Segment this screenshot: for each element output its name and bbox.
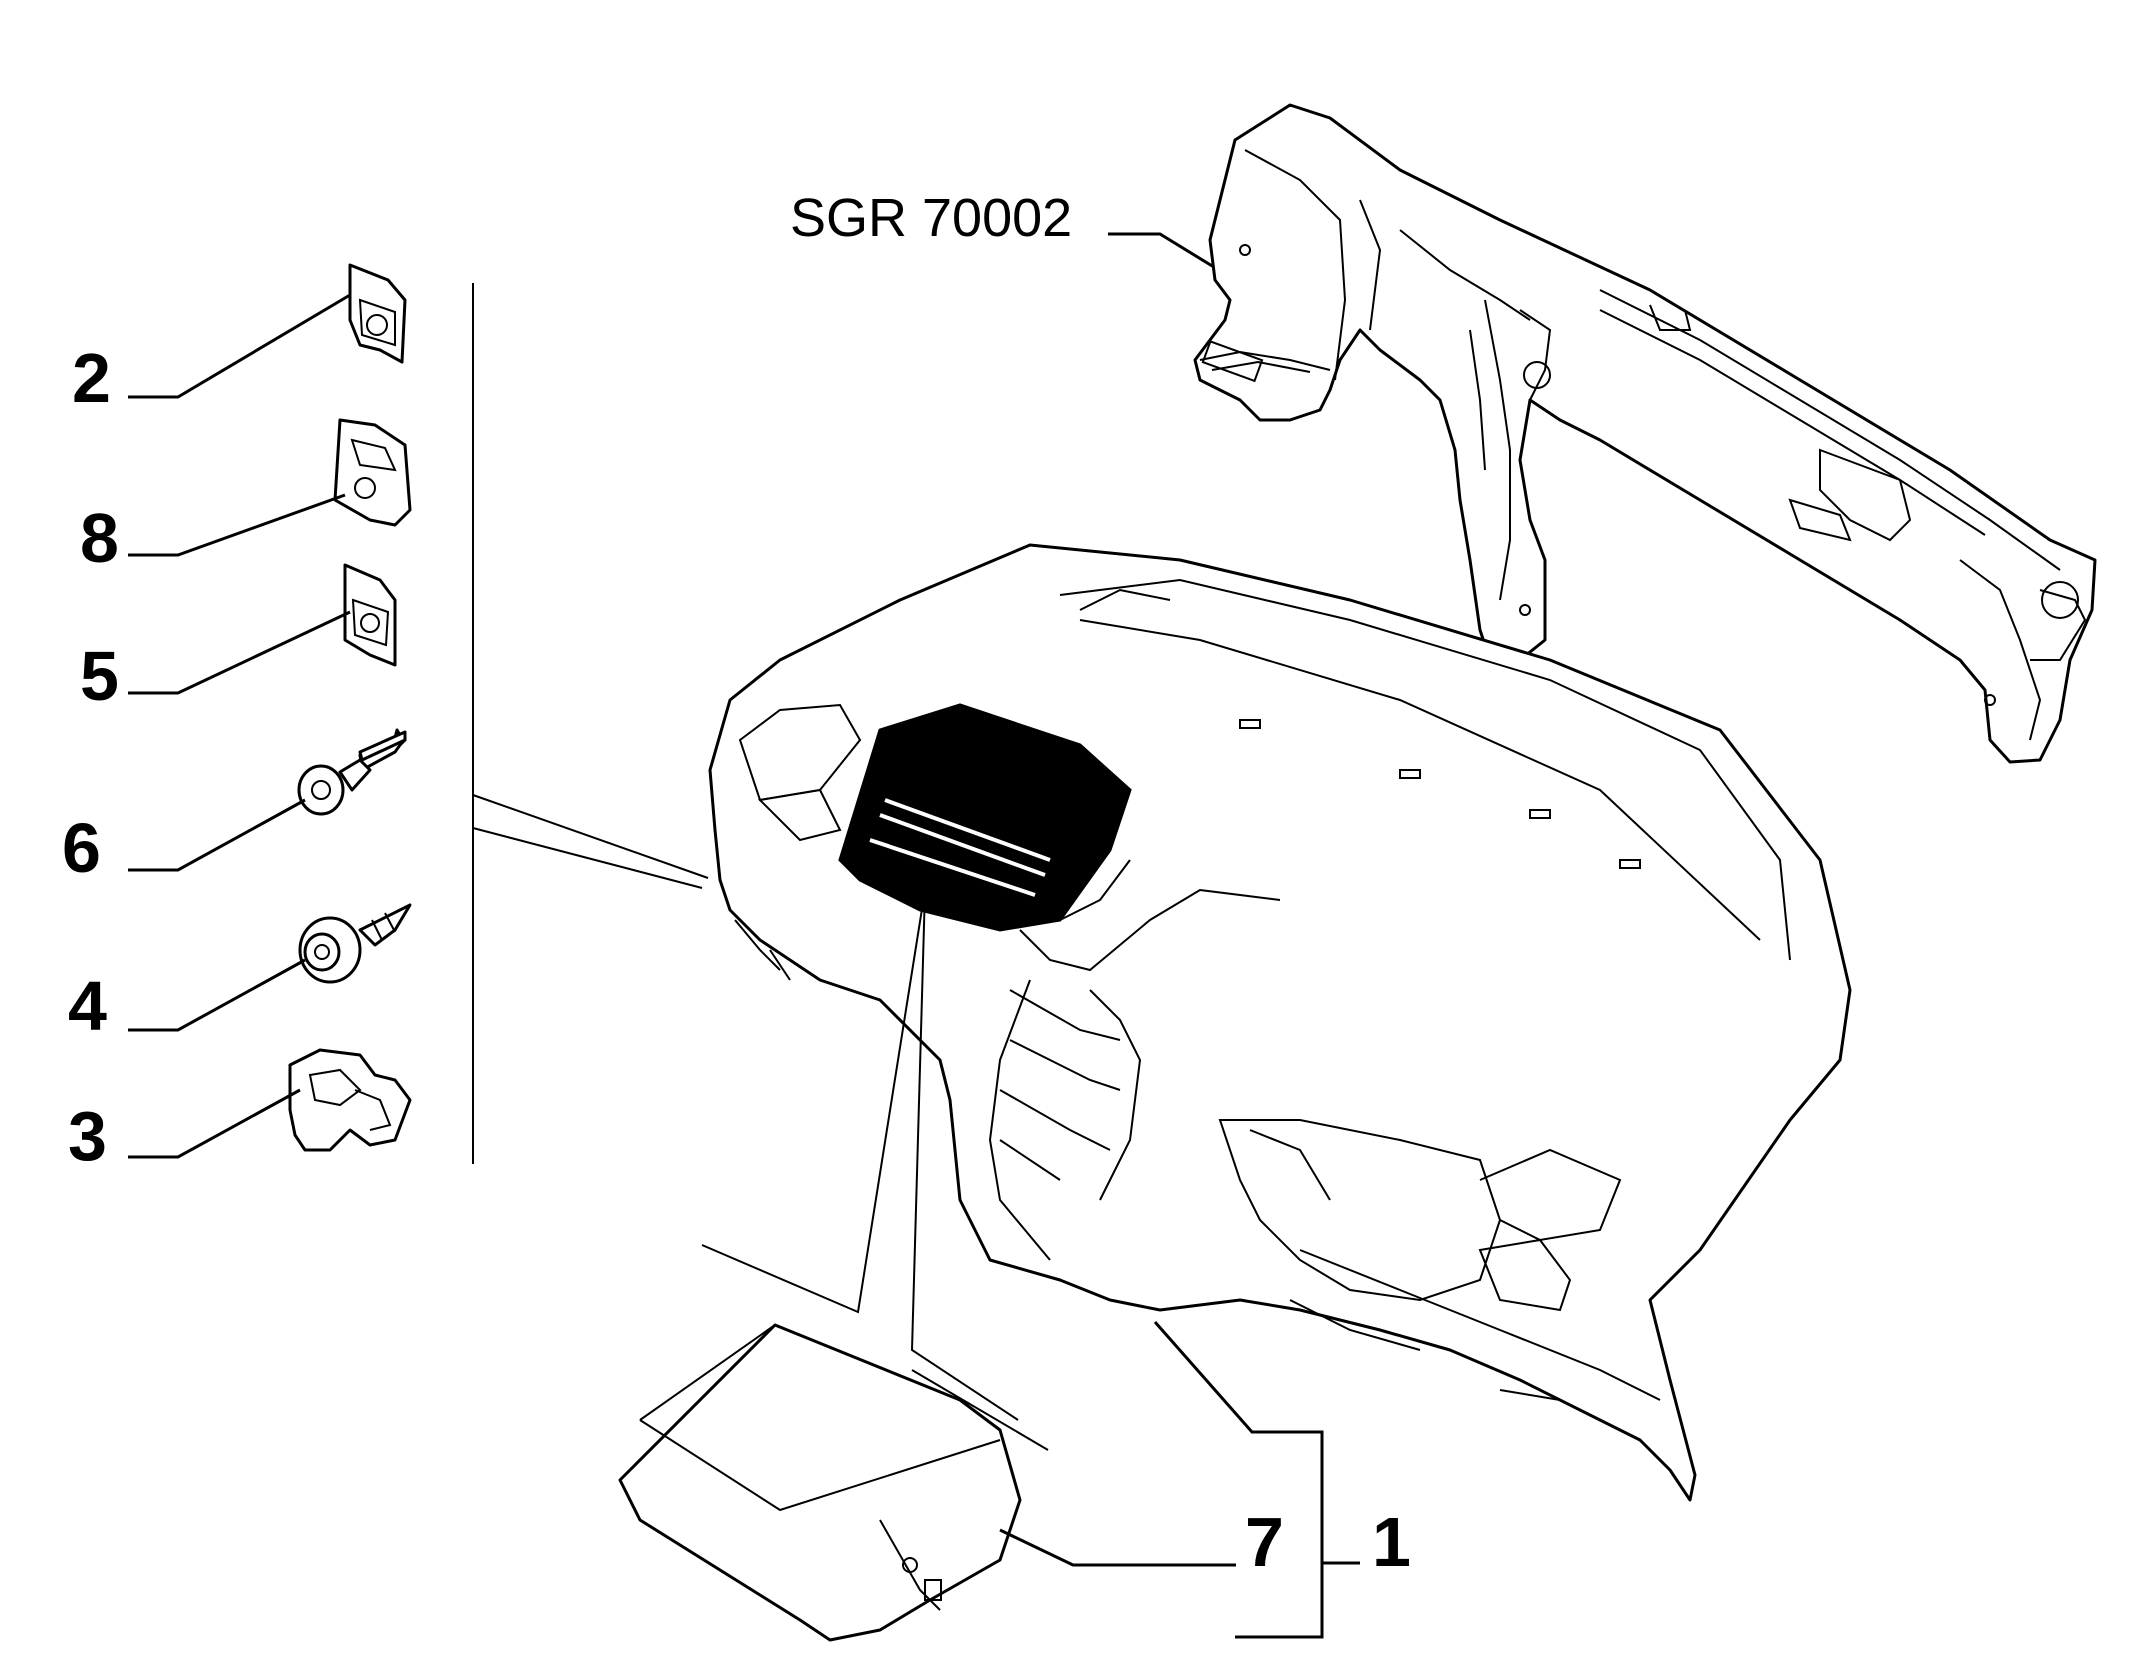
bolt-part-6 <box>297 728 407 816</box>
clip-part-8 <box>333 418 412 527</box>
callout-2: 2 <box>72 339 111 417</box>
clip-part-2 <box>348 263 407 364</box>
fastener-group-leader-a <box>472 794 709 879</box>
airbag-module <box>618 1323 1022 1642</box>
leader-2 <box>128 293 351 399</box>
clip-part-3 <box>288 1048 412 1152</box>
leader-6 <box>128 798 306 872</box>
airbag-leader-a <box>701 889 926 1314</box>
leader-7 <box>999 1528 1236 1567</box>
callout-8: 8 <box>80 499 119 577</box>
leader-3 <box>128 1088 301 1159</box>
clip-part-5 <box>343 563 397 667</box>
airbag-leader-c <box>911 1369 1049 1451</box>
reference-code: SGR 70002 <box>790 188 1072 248</box>
fastener-group-leader-b <box>472 827 703 889</box>
callout-1: 1 <box>1372 1503 1411 1581</box>
screw-part-4 <box>298 903 412 984</box>
reference-leader <box>1108 232 1223 274</box>
leader-4 <box>128 958 306 1032</box>
dashboard-panel <box>708 543 1852 1502</box>
airbag-leader-b <box>910 889 1019 1421</box>
callout-5: 5 <box>80 637 119 715</box>
callout-6: 6 <box>62 809 101 887</box>
callout-3: 3 <box>68 1097 107 1175</box>
callout-4: 4 <box>68 967 107 1045</box>
leader-8 <box>128 493 346 557</box>
callout-7: 7 <box>1245 1503 1284 1581</box>
leader-1-bracket <box>1153 1321 1324 1639</box>
leader-5 <box>128 610 351 695</box>
